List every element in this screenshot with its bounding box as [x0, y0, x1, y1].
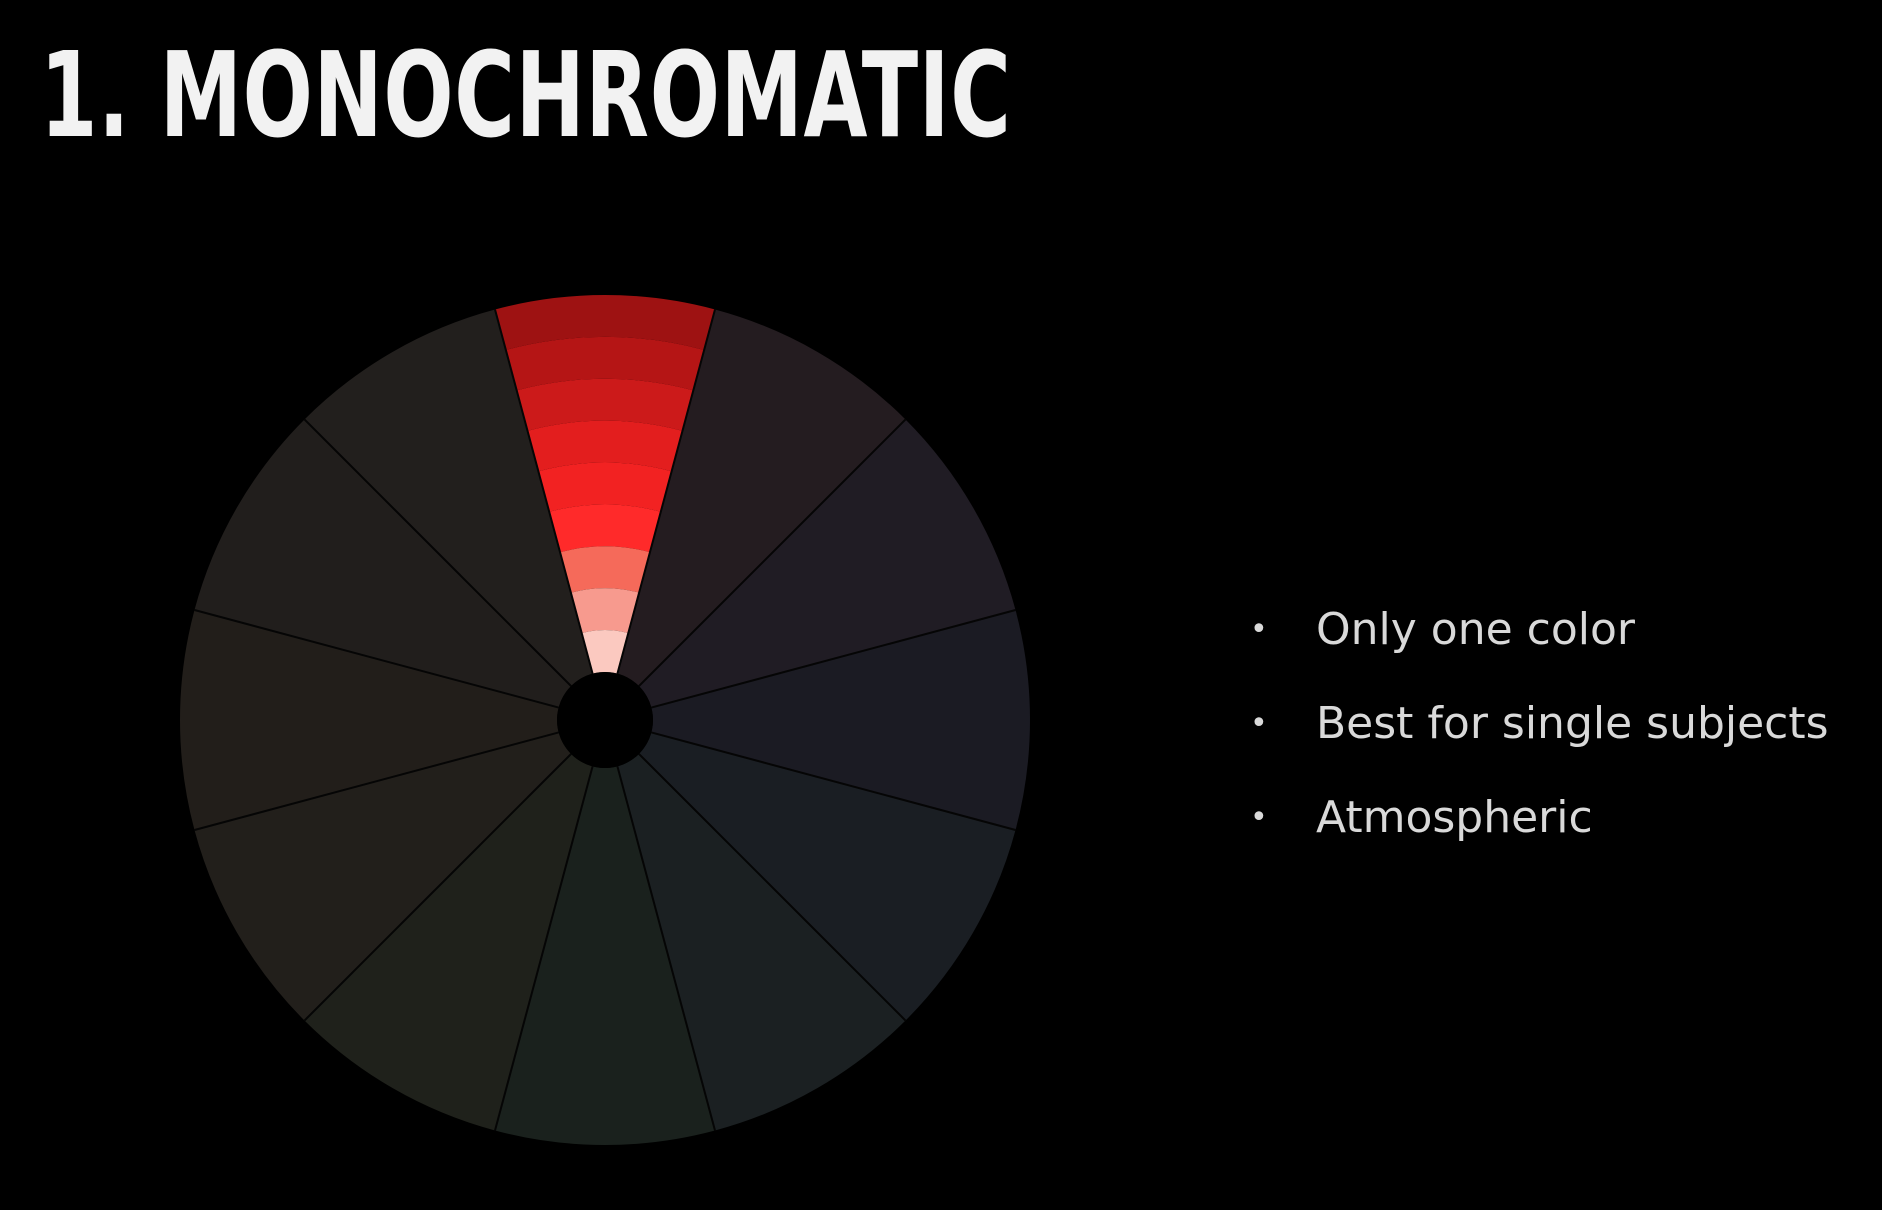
- bullet-marker: •: [1250, 799, 1268, 835]
- wheel-divider: [616, 766, 716, 1131]
- highlight-band: [527, 420, 683, 472]
- bullet-text: Atmospheric: [1316, 791, 1593, 843]
- wheel-divider: [303, 753, 572, 1022]
- highlight-band: [516, 378, 694, 431]
- wheel-segment-orange: [179, 610, 559, 830]
- wheel-divider: [303, 418, 572, 687]
- color-wheel: [179, 295, 1030, 1145]
- wheel-segments: [179, 295, 1030, 1145]
- bullet-text: Only one color: [1316, 603, 1635, 655]
- wheel-divider: [494, 309, 594, 674]
- wheel-segment-yellow-green: [304, 753, 593, 1131]
- wheel-divider: [651, 731, 1016, 831]
- slide-title: 1. MONOCHROMATIC: [40, 26, 1012, 164]
- wheel-segment-orange-red: [304, 309, 593, 687]
- wheel-segment-yellow: [194, 732, 572, 1021]
- highlight-band: [549, 504, 661, 553]
- highlight-band: [538, 462, 672, 512]
- wheel-dividers: [194, 309, 1016, 1131]
- wheel-segment-green: [495, 766, 715, 1145]
- bullet-item-best-for-single-subjects: • Best for single subjects: [1250, 676, 1829, 770]
- wheel-divider: [638, 418, 907, 687]
- wheel-center-hole: [557, 672, 653, 768]
- highlight-band: [495, 295, 715, 350]
- wheel-segment-blue-green: [617, 753, 906, 1131]
- bullet-text: Best for single subjects: [1316, 697, 1829, 749]
- highlight-band: [505, 336, 705, 391]
- bullet-item-only-one-color: • Only one color: [1250, 582, 1829, 676]
- bullet-list: • Only one color • Best for single subje…: [1250, 582, 1829, 864]
- wheel-divider: [494, 766, 594, 1131]
- wheel-segment-red-orange: [194, 419, 572, 708]
- wheel-segment-blue: [638, 732, 1016, 1021]
- wheel-segment-blue-violet: [651, 610, 1030, 830]
- wheel-divider: [638, 753, 907, 1022]
- wheel-segment-red-violet: [617, 309, 906, 687]
- wheel-divider: [651, 609, 1016, 709]
- highlight-band: [570, 588, 640, 634]
- wheel-divider: [194, 609, 559, 709]
- bullet-marker: •: [1250, 705, 1268, 741]
- wheel-divider: [616, 309, 716, 674]
- bullet-marker: •: [1250, 611, 1268, 647]
- wheel-segment-violet: [638, 419, 1016, 708]
- wheel-divider: [194, 731, 559, 831]
- highlight-band: [560, 546, 650, 593]
- highlight-band: [581, 630, 629, 674]
- bullet-item-atmospheric: • Atmospheric: [1250, 770, 1829, 864]
